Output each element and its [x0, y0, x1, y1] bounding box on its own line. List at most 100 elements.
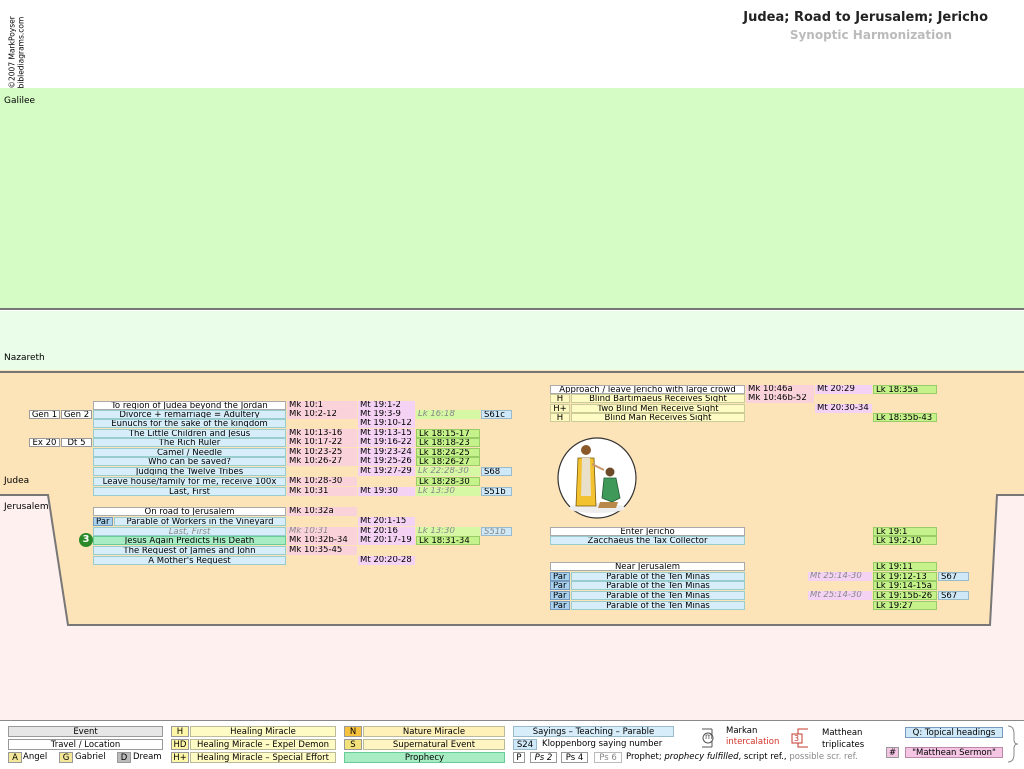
mark-ref[interactable]: Mk 10:2-12: [287, 410, 357, 419]
galilee-label: Galilee: [4, 96, 36, 106]
event-row[interactable]: Parable of the Ten Minas: [571, 581, 745, 590]
event-row[interactable]: Zacchaeus the Tax Collector: [550, 536, 745, 545]
luke-ref[interactable]: Lk 18:35b-43: [873, 413, 937, 422]
event-row[interactable]: Parable of the Ten Minas: [571, 591, 745, 600]
mark-ref[interactable]: Mk 10:26-27: [287, 457, 357, 466]
luke-ref[interactable]: Lk 18:15-17: [416, 429, 480, 438]
saying-number[interactable]: S61c: [481, 410, 512, 419]
event-row[interactable]: Parable of the Ten Minas: [571, 601, 745, 610]
markan-icon-letter: m: [705, 732, 713, 741]
matthew-ref[interactable]: Mt 20:30-34: [815, 404, 872, 413]
luke-ref[interactable]: Lk 19:27: [873, 601, 937, 610]
event-row[interactable]: Parable of the Ten Minas: [571, 572, 745, 581]
matthew-ref[interactable]: Mt 19:16-22: [358, 438, 415, 447]
mark-ref[interactable]: Mk 10:13-16: [287, 429, 357, 438]
event-row[interactable]: Two Blind Men Receive Sight: [571, 404, 745, 413]
legend-triplicates: triplicates: [822, 740, 865, 750]
saying-number[interactable]: S68: [481, 467, 512, 476]
matthew-ref[interactable]: Mt 20:29: [815, 385, 872, 394]
mark-ref[interactable]: Mk 10:46a: [746, 385, 814, 394]
event-row[interactable]: Who can be saved?: [93, 457, 286, 466]
legend-topical: Q: Topical headings: [905, 727, 1003, 738]
matthew-ref[interactable]: Mt 19:10-12: [358, 419, 415, 428]
saying-number[interactable]: S67: [938, 591, 969, 600]
luke-ref[interactable]: Lk 18:31-34: [416, 536, 480, 545]
legend-s: Supernatural Event: [363, 739, 505, 750]
mark-ref[interactable]: Mk 10:32a: [287, 507, 357, 516]
legend-event: Event: [8, 726, 163, 737]
mark-ref[interactable]: Mk 10:1: [287, 401, 357, 410]
luke-ref[interactable]: Lk 18:24-25: [416, 448, 480, 457]
event-row[interactable]: Parable of Workers in the Vineyard: [114, 517, 286, 526]
event-row[interactable]: Blind Bartimaeus Receives Sight: [571, 394, 745, 403]
matthew-ref[interactable]: Mt 19:27-29: [358, 467, 415, 476]
event-row[interactable]: Camel / Needle: [93, 448, 286, 457]
luke-ref[interactable]: Lk 13:30: [416, 487, 480, 496]
matthew-ref[interactable]: Mt 19:25-26: [358, 457, 415, 466]
event-row[interactable]: The Request of James and John: [93, 546, 286, 555]
matthew-ref[interactable]: Mt 20:16: [358, 527, 415, 536]
event-row[interactable]: The Little Children and Jesus: [93, 429, 286, 438]
luke-ref[interactable]: Lk 19:11: [873, 562, 937, 571]
matthean-triplicate-badge: 3: [79, 533, 93, 547]
event-row[interactable]: Enter Jericho: [550, 527, 745, 536]
matthew-ref[interactable]: Mt 20:1-15: [358, 517, 415, 526]
saying-number[interactable]: S67: [938, 572, 969, 581]
site-line: biblediagrams.com: [16, 16, 26, 89]
mark-ref[interactable]: Mk 10:46b-52: [746, 394, 814, 403]
event-row[interactable]: Judging the Twelve Tribes: [93, 467, 286, 476]
matthew-ref[interactable]: Mt 19:23-24: [358, 448, 415, 457]
saying-number[interactable]: S51b: [481, 487, 512, 496]
ot-ref[interactable]: Gen 1: [29, 410, 60, 419]
event-row[interactable]: Last, First: [93, 487, 286, 496]
event-row[interactable]: To region of Judea beyond the Jordan: [93, 401, 286, 410]
event-row[interactable]: Last, First: [93, 527, 286, 536]
legend-ps2: Ps 2: [530, 752, 557, 763]
luke-ref[interactable]: Lk 19:2-10: [873, 536, 937, 545]
matthew-ref[interactable]: Mt 19:3-9: [358, 410, 415, 419]
legend-h: Healing Miracle: [190, 726, 336, 737]
mark-ref[interactable]: Mk 10:23-25: [287, 448, 357, 457]
luke-ref[interactable]: Lk 18:35a: [873, 385, 937, 394]
mark-ref[interactable]: Mk 10:31: [287, 527, 357, 536]
event-row[interactable]: Eunuchs for the sake of the kingdom: [93, 419, 286, 428]
mark-ref[interactable]: Mk 10:32b-34: [287, 536, 357, 545]
mark-ref[interactable]: Mk 10:35-45: [287, 546, 357, 555]
ot-ref[interactable]: Dt 5: [61, 438, 92, 447]
event-row[interactable]: Leave house/family for me, receive 100x: [93, 477, 286, 486]
luke-ref[interactable]: Lk 19:14-15a: [873, 581, 937, 590]
judea-label: Judea: [4, 476, 30, 486]
luke-ref[interactable]: Lk 16:18: [416, 410, 480, 419]
event-row[interactable]: Divorce + remarriage = Adultery: [93, 410, 286, 419]
luke-ref[interactable]: Lk 18:18-23: [416, 438, 480, 447]
luke-ref[interactable]: Lk 13:30: [416, 527, 480, 536]
event-row[interactable]: Near Jerusalem: [550, 562, 745, 571]
mark-ref[interactable]: Mk 10:28-30: [287, 477, 357, 486]
luke-ref[interactable]: Lk 22:28-30: [416, 467, 480, 476]
luke-ref[interactable]: Lk 19:15b-26: [873, 591, 937, 600]
matthew-ref[interactable]: Mt 19:13-15: [358, 429, 415, 438]
nazareth-region: [0, 311, 1024, 371]
event-row[interactable]: Blind Man Receives Sight: [571, 413, 745, 422]
mark-ref[interactable]: Mk 10:31: [287, 487, 357, 496]
saying-number[interactable]: S51b: [481, 527, 512, 536]
matthew-ref[interactable]: Mt 20:20-28: [358, 556, 415, 565]
matthew-ref[interactable]: Mt 25:14-30: [808, 572, 872, 581]
event-row[interactable]: On road to Jerusalem: [93, 507, 286, 516]
matthew-ref[interactable]: Mt 19:30: [358, 487, 415, 496]
luke-ref[interactable]: Lk 18:26-27: [416, 457, 480, 466]
event-row[interactable]: Approach / leave Jericho with large crow…: [550, 385, 745, 394]
event-row[interactable]: Jesus Again Predicts His Death: [93, 536, 286, 545]
event-row[interactable]: A Mother's Request: [93, 556, 286, 565]
legend-n: Nature Miracle: [363, 726, 505, 737]
event-row[interactable]: The Rich Ruler: [93, 438, 286, 447]
luke-ref[interactable]: Lk 19:1: [873, 527, 937, 536]
ot-ref[interactable]: Gen 2: [61, 410, 92, 419]
luke-ref[interactable]: Lk 19:12-13: [873, 572, 937, 581]
matthew-ref[interactable]: Mt 25:14-30: [808, 591, 872, 600]
ot-ref[interactable]: Ex 20: [29, 438, 60, 447]
matthew-ref[interactable]: Mt 20:17-19: [358, 536, 415, 545]
luke-ref[interactable]: Lk 18:28-30: [416, 477, 480, 486]
mark-ref[interactable]: Mk 10:17-22: [287, 438, 357, 447]
matthew-ref[interactable]: Mt 19:1-2: [358, 401, 415, 410]
